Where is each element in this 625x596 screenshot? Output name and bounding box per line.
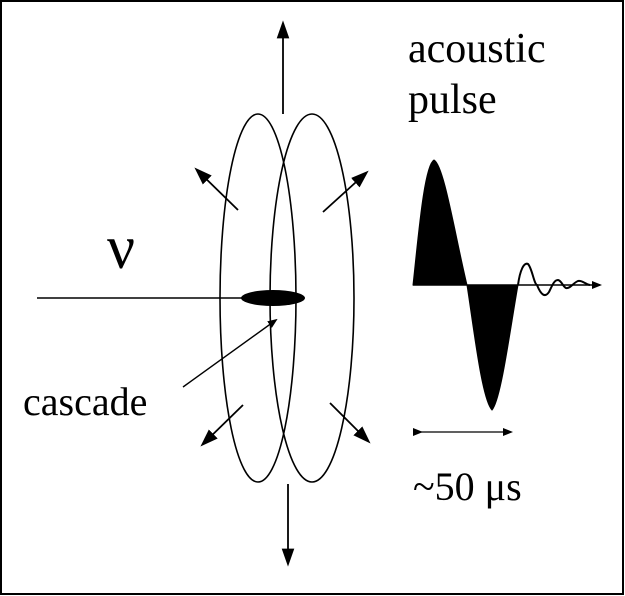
radial-arrows — [194, 20, 371, 567]
waveform-ringdown — [517, 262, 591, 297]
neutrino-symbol-label: ν — [107, 214, 135, 282]
acoustic-pulse-waveform — [412, 159, 602, 411]
waveform-positive-lobe — [412, 159, 468, 286]
arrow-upper-left — [194, 167, 239, 211]
cascade-blob — [241, 290, 305, 306]
cascade-label: cascade — [23, 379, 147, 424]
cascade-pointer-arrow — [182, 318, 278, 388]
pulse-title-line2: pulse — [408, 77, 497, 123]
pulse-title-line1: acoustic — [408, 26, 546, 72]
arrow-upper-right — [322, 170, 369, 213]
waveform-negative-lobe — [466, 284, 519, 411]
duration-label: ~50 μs — [413, 464, 522, 509]
arrow-lower-right — [329, 402, 371, 444]
arrow-lower-left — [200, 404, 244, 447]
